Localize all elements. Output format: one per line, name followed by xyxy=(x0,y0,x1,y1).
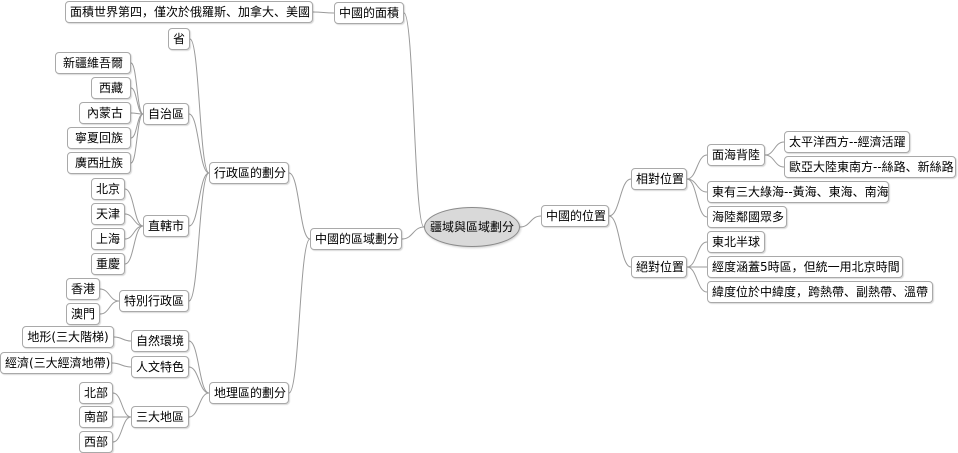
node-north[interactable]: 北部 xyxy=(79,382,113,404)
connector-line xyxy=(608,178,632,217)
node-eurasia-southeast[interactable]: 歐亞大陸東南方--絲路、新絲路 xyxy=(784,156,956,178)
connector-line xyxy=(99,300,120,315)
node-human-features[interactable]: 人文特色 xyxy=(131,356,189,378)
connector-line xyxy=(188,172,210,227)
node-ne-hemisphere[interactable]: 東北半球 xyxy=(707,231,765,253)
connector-line xyxy=(188,366,210,394)
node-area-rank[interactable]: 面積世界第四，僅次於俄羅斯、加拿大、美國 xyxy=(65,1,313,23)
node-many-neighbors[interactable]: 海陸鄰國眾多 xyxy=(707,206,787,228)
connector-line xyxy=(188,340,210,394)
node-three-seas[interactable]: 東有三大綠海--黃海、東海、南海 xyxy=(707,181,889,203)
node-sar[interactable]: 特別行政區 xyxy=(119,290,189,312)
node-hongkong[interactable]: 香港 xyxy=(66,278,100,300)
node-guangxi[interactable]: 廣西壯族 xyxy=(67,152,131,174)
node-absolute-position[interactable]: 絕對位置 xyxy=(631,256,687,278)
node-geo-division[interactable]: 地理區的劃分 xyxy=(209,382,289,404)
node-pacific-west[interactable]: 太平洋西方--經濟活躍 xyxy=(784,131,910,153)
connector-line xyxy=(608,215,632,268)
connector-line xyxy=(288,238,311,394)
connector-line xyxy=(686,266,708,293)
connector-line xyxy=(99,288,120,302)
node-province[interactable]: 省 xyxy=(168,28,190,50)
node-south[interactable]: 南部 xyxy=(79,406,113,428)
connector-line xyxy=(130,113,144,164)
connector-line xyxy=(519,215,542,228)
connector-line xyxy=(403,12,425,228)
connector-line xyxy=(401,226,425,240)
connector-line xyxy=(130,87,144,115)
node-macau[interactable]: 澳門 xyxy=(66,303,100,325)
node-inner-mongolia[interactable]: 內蒙古 xyxy=(79,102,131,124)
connector-line xyxy=(124,225,144,265)
node-chongqing[interactable]: 重慶 xyxy=(91,253,125,275)
connector-line xyxy=(188,392,210,418)
node-west[interactable]: 西部 xyxy=(79,431,113,453)
node-longitude-timezones[interactable]: 經度涵蓋5時區，但統一用北京時間 xyxy=(707,256,903,278)
connector-line xyxy=(130,113,144,139)
connector-line xyxy=(112,416,132,443)
connector-line xyxy=(686,241,708,268)
node-china-division[interactable]: 中國的區域劃分 xyxy=(310,228,402,250)
connector-line xyxy=(312,11,335,14)
node-xinjiang[interactable]: 新疆維吾爾 xyxy=(55,52,131,74)
connector-line xyxy=(130,62,144,115)
node-natural-environment[interactable]: 自然環境 xyxy=(131,330,189,352)
connector-line xyxy=(188,172,210,302)
node-ningxia[interactable]: 寧夏回族 xyxy=(67,127,131,149)
connector-line xyxy=(124,188,144,227)
connector-line xyxy=(111,362,132,368)
connector-line xyxy=(124,213,144,227)
node-sea-land[interactable]: 面海背陸 xyxy=(707,144,765,166)
connector-line xyxy=(764,154,785,168)
connector-line xyxy=(686,178,708,218)
connector-line xyxy=(764,141,785,156)
node-china-area[interactable]: 中國的面積 xyxy=(334,2,404,24)
node-latitude-zones[interactable]: 緯度位於中緯度，跨熱帶、副熱帶、溫帶 xyxy=(707,281,933,303)
connector-line xyxy=(112,392,132,418)
connector-line xyxy=(686,154,708,180)
node-china-position[interactable]: 中國的位置 xyxy=(541,205,609,227)
node-economic-zones[interactable]: 經濟(三大經濟地帶) xyxy=(0,352,112,374)
node-tibet[interactable]: 西藏 xyxy=(91,77,131,99)
node-shanghai[interactable]: 上海 xyxy=(91,228,125,250)
node-beijing[interactable]: 北京 xyxy=(91,178,125,200)
node-municipality[interactable]: 直轄市 xyxy=(143,215,189,237)
node-admin-division[interactable]: 行政區的劃分 xyxy=(209,162,289,184)
node-autonomous-region[interactable]: 自治區 xyxy=(143,103,189,125)
node-terrain-steps[interactable]: 地形(三大階梯) xyxy=(22,326,114,348)
node-relative-position[interactable]: 相對位置 xyxy=(631,168,687,190)
node-tianjin[interactable]: 天津 xyxy=(91,203,125,225)
node-three-regions[interactable]: 三大地區 xyxy=(131,406,189,428)
connector-line xyxy=(288,172,311,240)
connector-line xyxy=(189,38,210,174)
connector-line xyxy=(113,336,132,342)
root-node[interactable]: 疆域與區域劃分 xyxy=(424,207,520,247)
connector-line xyxy=(188,113,210,174)
